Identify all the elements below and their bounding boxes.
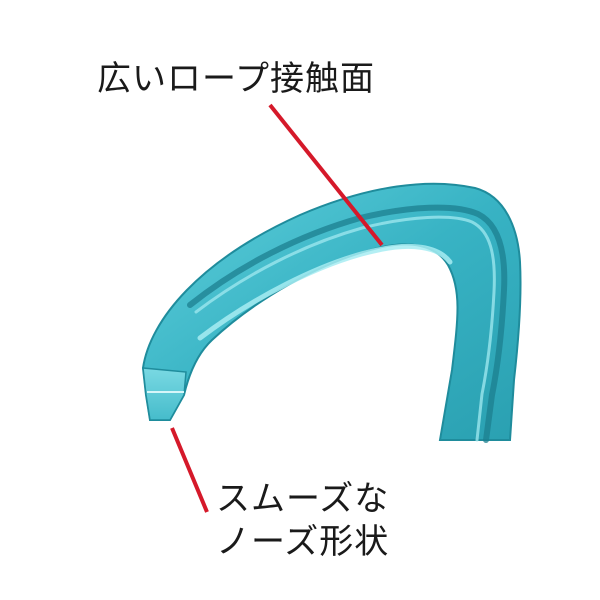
label-nose-line-2: ノーズ形状 [216, 521, 390, 562]
label-nose-shape: スムーズな ノーズ形状 [216, 478, 389, 563]
label-contact-surface: 広いロープ接触面 [97, 59, 375, 99]
carabiner-body [141, 182, 522, 441]
rope-contact-surface [197, 243, 453, 341]
carabiner-groove-highlight [194, 215, 496, 442]
leader-line-contact [268, 103, 384, 247]
label-nose-line-1: スムーズな [216, 479, 390, 519]
leader-line-nose [170, 427, 209, 513]
carabiner-groove [187, 204, 508, 443]
nose-face [142, 367, 187, 421]
